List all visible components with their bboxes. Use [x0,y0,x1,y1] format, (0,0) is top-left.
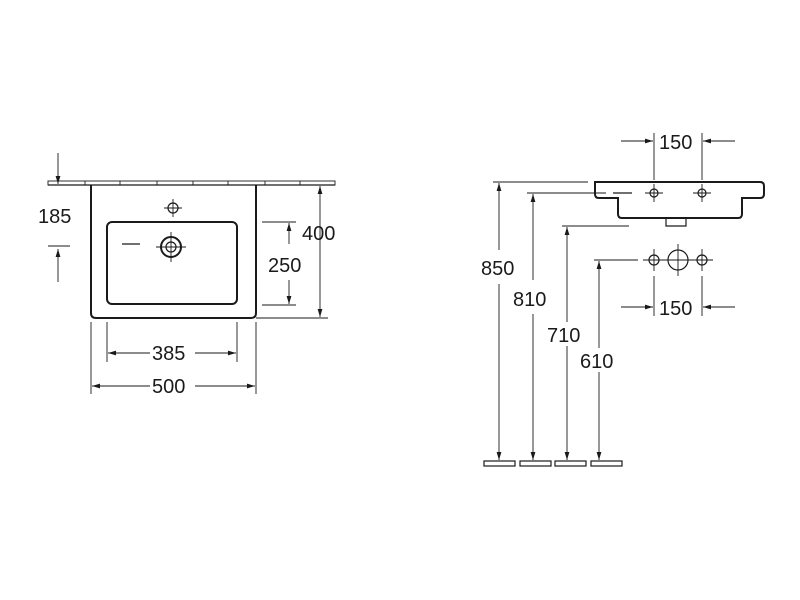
bowl-outline [106,221,238,305]
tap-hole-icon [164,199,182,217]
floor-line [483,460,623,467]
dimension-500: 500 [90,322,257,398]
dimension-250: 250 [262,221,301,306]
dimension-150-bottom: 150 [621,276,735,320]
supply-connection-right-icon [691,249,713,271]
dim-label-185: 185 [38,206,71,228]
dimension-710: 710 [547,227,580,460]
dim-label-385: 385 [152,343,185,365]
dim-label-710: 710 [547,325,580,347]
basin-side-profile [594,181,765,219]
dim-label-810: 810 [513,289,546,311]
wall-line [47,180,336,186]
drain-icon [156,232,186,262]
dim-label-500: 500 [152,376,185,398]
trap-stub [665,218,687,227]
dimension-400: 400 [256,184,335,319]
dimension-185: 185 [38,153,71,282]
top-view: 185 400 250 385 [38,153,336,398]
dim-label-850: 850 [481,258,514,280]
dim-label-150-top: 150 [659,132,692,154]
dimension-810: 810 [513,194,546,460]
dim-label-400: 400 [302,223,335,245]
supply-connection-left-icon [643,249,665,271]
side-view: 150 150 [481,132,765,467]
dim-label-150-bottom: 150 [659,298,692,320]
tap-hole-right-icon [693,184,711,202]
dimension-150-top: 150 [621,132,735,180]
dim-label-610: 610 [580,351,613,373]
dimension-850: 850 [481,183,514,460]
dimension-385: 385 [106,322,238,365]
basin-outline [90,185,257,319]
dimension-610: 610 [580,261,613,460]
waste-connection-icon [662,244,694,276]
tap-hole-left-icon [645,184,663,202]
dim-label-250: 250 [268,255,301,277]
